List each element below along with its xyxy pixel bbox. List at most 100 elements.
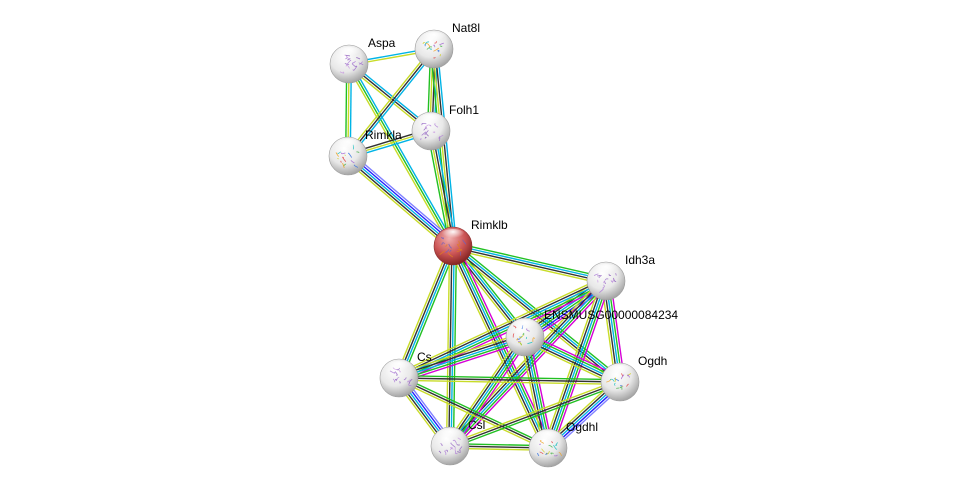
edge-evidence-neighborhood [454,242,623,380]
node-label: Cs [417,350,432,364]
edge-Ogdh-Csl[interactable] [448,379,622,449]
edge-evidence-database [453,244,607,281]
node-Cs[interactable]: Cs [379,350,432,398]
edge-evidence-coexpression [449,381,621,447]
edge-evidence-textmining [452,248,606,286]
node-label: Aspa [368,36,396,50]
edge-evidence-coexpression [397,245,453,378]
node-Ogdhl[interactable]: Ogdhl [528,420,598,468]
node-highlight [607,365,633,379]
node-highlight [593,264,619,278]
node-highlight [440,229,466,243]
node-label: Rimkla [365,128,402,142]
edge-ENSMUSG00000084234-Csl[interactable] [445,333,530,450]
edge-evidence-fusion [349,153,455,245]
edge-evidence-neighborhood [426,131,451,247]
edge-evidence-coexpression [397,278,606,377]
node-highlight [437,429,463,443]
edge-evidence-textmining [397,379,548,451]
edge-evidence-coexpression [447,278,605,445]
edge-evidence-textmining [432,49,453,247]
edge-evidence-textmining [346,64,452,248]
edge-evidence-database [349,50,437,158]
edge-evidence-textmining [395,244,451,377]
edge-evidence-coexpression [431,130,455,246]
edge-evidence-textmining [542,279,603,447]
edge-Folh1-Rimklb[interactable] [426,130,458,247]
node-label: Folh1 [449,103,479,117]
edge-evidence-database [449,336,526,447]
edge-evidence-database [450,246,455,447]
edge-Rimklb-Cs[interactable] [395,244,457,380]
edge-evidence-experiments [453,339,530,450]
edge-evidence-database [350,62,456,246]
node-highlight [535,431,561,445]
edge-evidence-neighborhood [451,337,528,448]
node-label: Ogdh [638,354,667,368]
edge-evidence-neighborhood [399,338,526,381]
edge-Rimklb-Idh3a[interactable] [452,241,607,286]
edge-evidence-coexpression [447,335,524,446]
edge-evidence-coexpression [451,246,620,384]
edge-evidence-database [433,130,458,246]
node-label: ENSMUSG00000084234 [544,308,678,322]
edge-evidence-coexpression [398,377,621,383]
edge-evidence-textmining [519,337,545,450]
edge-Nat8l-Rimkla[interactable] [345,47,437,158]
node-label: Nat8l [452,21,480,35]
node-Folh1[interactable]: Folh1 [411,103,479,151]
edge-Cs-Ogdh[interactable] [398,375,621,385]
edge-evidence-textmining [344,158,451,251]
edge-evidence-coexpression [398,334,525,377]
node-highlight [512,320,538,334]
edge-evidence-neighborhood [399,375,621,381]
edge-evidence-experiments [528,335,554,448]
edge-evidence-textmining [345,47,433,155]
edge-evidence-coexpression [448,245,453,446]
node-label: Rimklb [471,218,508,232]
edge-evidence-cooccurrence [350,151,457,244]
node-Rimklb[interactable]: Rimklb [433,218,508,266]
edge-evidence-textmining [396,276,605,375]
edge-evidence-textmining [398,379,620,385]
node-highlight [335,139,361,153]
edge-evidence-neighborhood [401,247,457,380]
edge-evidence-neighborhood [399,375,550,447]
edge-evidence-database [347,155,454,247]
edge-evidence-textmining [429,131,453,247]
edge-Aspa-Rimklb[interactable] [346,62,456,248]
node-Rimkla[interactable]: Rimkla [328,128,402,176]
edge-evidence-coexpression [434,48,455,246]
node-highlight [336,47,362,61]
node-Nat8l[interactable]: Nat8l [414,21,480,69]
node-label: Idh3a [625,253,655,267]
node-Csl[interactable]: Csl [430,418,485,466]
node-highlight [386,361,412,375]
edge-evidence-textmining [448,379,620,445]
node-highlight [421,32,447,46]
node-label: Ogdhl [566,420,598,434]
edge-Cs-Ogdhl[interactable] [397,375,550,451]
edge-Rimkla-Rimklb[interactable] [344,151,457,251]
node-Ogdh[interactable]: Ogdh [600,354,667,402]
edge-evidence-neighborhood [450,383,622,449]
node-highlight [418,114,444,128]
edge-evidence-database [398,336,526,379]
node-ENSMUSG00000084234[interactable]: ENSMUSG00000084234 [505,308,678,357]
edge-evidence-coexpression [452,246,606,283]
edge-evidence-neighborhood [348,63,454,247]
edge-evidence-database [399,246,455,379]
edge-evidence-coexpression [346,157,452,249]
edge-evidence-neighborhood [451,282,609,449]
edge-evidence-coexpression [347,48,435,157]
edge-evidence-coexpression [398,377,549,449]
edge-evidence-textmining [445,333,522,444]
edge-evidence-neighborhood [453,241,607,279]
node-label: Csl [468,418,485,432]
node-Aspa[interactable]: Aspa [329,36,396,84]
node-Idh3a[interactable]: Idh3a [586,253,655,301]
edge-evidence-database [436,48,458,246]
edge-evidence-textmining [397,331,524,375]
edge-evidence-textmining [445,245,451,446]
